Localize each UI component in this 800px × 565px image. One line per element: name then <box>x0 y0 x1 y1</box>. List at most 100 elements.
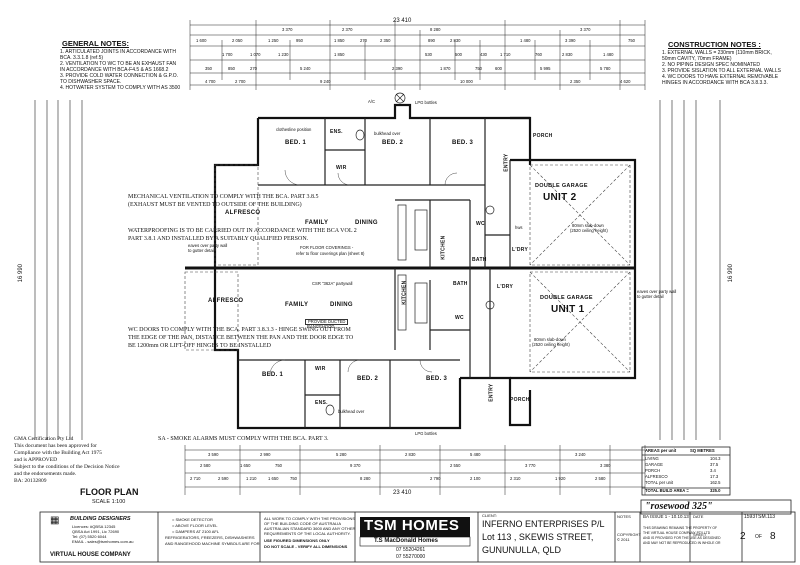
room-bed1-upper: BED. 1 <box>285 140 307 146</box>
dim-r4-8: 600 <box>495 66 502 71</box>
note-eaves-lower: eaves over party wall <box>637 289 677 294</box>
construction-notes-title: CONSTRUCTION NOTES : <box>668 40 761 49</box>
room-ldry-lower: L'DRY <box>497 284 514 290</box>
dim-r3-6: 500 <box>455 52 462 57</box>
compliance-4: REQUIREMENTS OF THE LOCAL AUTHORITY. <box>264 531 351 536</box>
dim-b3-3: 1 210 <box>246 476 257 481</box>
dim-r4-6: 1 870 <box>440 66 451 71</box>
dim-top-2: 2 370 <box>342 27 353 32</box>
dim-right-total: 16 990 <box>728 263 735 283</box>
room-porch-lower: PORCH <box>510 397 530 403</box>
room-bed2-upper: BED. 2 <box>382 140 404 146</box>
compliance-1: ALL WORK TO COMPLY WITH THE PROVISIONS <box>264 516 356 521</box>
area-row-name: PORCH <box>645 468 661 473</box>
dim-b2-3: 750 <box>275 463 282 468</box>
dim-r2-1: 1 600 <box>196 38 207 43</box>
sheet-total: 8 <box>770 531 776 542</box>
dim-top-3: 8 280 <box>430 27 441 32</box>
dim-bottom-1: 3 590 <box>208 452 219 457</box>
area-row-value: 3.4 <box>710 468 716 473</box>
note-clothesline: clothesline position <box>276 127 312 132</box>
designer-email: EMAIL - sales@tsmhomes.com.au <box>72 539 134 544</box>
note-ac-top: A/C <box>368 99 375 104</box>
note-mech-vent-1: MECHANICAL VENTILATION TO COMPLY WITH TH… <box>128 194 319 200</box>
dim-r3-3: 1 230 <box>278 52 289 57</box>
note-eaves-upper: eaves over party wall <box>188 243 228 248</box>
dim-r2-8: 890 <box>428 38 435 43</box>
room-family-lower: FAMILY <box>285 302 309 308</box>
dim-r4-4: 5 240 <box>300 66 311 71</box>
dim-top-4: 3 370 <box>580 27 591 32</box>
dim-b3-11: 2 580 <box>595 476 606 481</box>
dim-r3-5: 530 <box>425 52 432 57</box>
gma-stamp-1: GMA Certification Pty Ltd <box>14 436 74 442</box>
area-row-name: LIVING <box>645 456 659 461</box>
room-kitchen-upper: KITCHEN <box>440 235 447 260</box>
client-label: CLIENT: <box>482 513 497 518</box>
gma-stamp-6: and the endorsements made. <box>14 471 77 477</box>
designer-phone: Tel: (07) 5520 6044 <box>72 534 107 539</box>
room-bed1-lower: BED. 1 <box>262 372 284 378</box>
dim-r2-11: 3 390 <box>565 38 576 43</box>
room-alfresco-lower: ALFRESCO <box>208 298 244 304</box>
brand-phone-1: 07 55204261 <box>396 547 426 553</box>
general-note-1: 1. ARTICULATED JOINTS IN ACCORDANCE WITH <box>60 49 176 55</box>
gma-stamp-7: BA: 20132809 <box>14 478 47 484</box>
dim-b3-10: 1 920 <box>555 476 566 481</box>
area-total-name: TOTAL BUILD AREA = <box>645 488 689 493</box>
note-floor-coverings: FOR FLOOR COVERINGS - <box>300 245 354 250</box>
note-gutter-upper: to gutter detail <box>188 248 215 253</box>
note-bulkhead-top: bulkhead over <box>374 131 401 136</box>
area-total-value: 325.0 <box>710 488 721 493</box>
areas-title: AREAS per unit <box>645 448 677 453</box>
date-label: DATE <box>693 514 704 519</box>
room-ens-lower: ENS. <box>315 400 328 406</box>
copyright-text-3: AND IS PROVIDED FOR THE USE AS DESIGNED <box>643 536 721 540</box>
construction-note-1: 1. EXTERNAL WALLS = 230mm (110mm BRICK, <box>662 50 772 56</box>
note-waterproof-1: WATERPROOFING IS TO BE CARRIED OUT IN AC… <box>128 228 357 234</box>
dim-r4-10: 5 780 <box>600 66 611 71</box>
note-slab-height-upper: (2520 ceiling height) <box>570 228 608 233</box>
dim-r2-7: 2 350 <box>380 38 391 43</box>
note-floor-coverings-2: refer to floor coverings plan (sheet 8) <box>296 251 365 256</box>
dim-r5-2: 2 700 <box>235 79 246 84</box>
sheet-label: SHEET <box>693 532 707 537</box>
designer-licence: Licences: #QBSA 12345 <box>72 524 116 529</box>
construction-note-1b: 50mm CAVITY, 70mm FRAME) <box>662 56 732 62</box>
brand-subtitle: T.S MacDonald Homes <box>374 538 439 544</box>
construction-note-4b: HINGES IN ACCORDANCE WITH BCA 3.8.3.3. <box>662 80 768 86</box>
dim-b3-5: 750 <box>290 476 297 481</box>
room-wc-upper: WC <box>476 221 485 227</box>
dim-b3-6: 8 280 <box>360 476 371 481</box>
note-lpg-top: LPG bottles <box>415 100 437 105</box>
designer-name: BUILDING DESIGNERS <box>70 516 131 522</box>
design-name: "rosewood 325" <box>645 501 713 512</box>
room-dining-upper: DINING <box>355 220 378 226</box>
dim-b2-4: 9 370 <box>350 463 361 468</box>
note-smoke-alarms: SA - SMOKE ALARMS MUST COMPLY WITH THE B… <box>158 436 329 442</box>
note-csr-partywall: CSR "362A" partywall <box>312 281 353 286</box>
note-bulkhead-bottom: bulkhead over <box>338 409 365 414</box>
dim-r3-10: 2 830 <box>562 52 573 57</box>
dim-overall-top: 23 410 <box>393 18 412 24</box>
legend-2: = ABOVE FLOOR LEVEL <box>172 523 218 528</box>
room-unit2: UNIT 2 <box>543 192 577 203</box>
sheet-of: OF <box>755 534 762 540</box>
dim-b2-1: 2 580 <box>200 463 211 468</box>
room-dining-lower: DINING <box>330 302 353 308</box>
room-bath-lower: BATH <box>453 281 468 287</box>
general-note-3: 3. PROVIDE COLD WATER CONNECTION & G.P.O… <box>60 73 178 79</box>
copyright-text-4: AND MAY NOT BE REPRODUCED IN WHOLE OR <box>643 541 721 545</box>
gma-stamp-3: Compliance with the Building Act 1975 <box>14 450 102 456</box>
copyright-text-1: THIS DRAWING REMAINS THE PROPERTY OF <box>643 526 718 530</box>
dim-r2-4: 950 <box>296 38 303 43</box>
dim-r5-5: 2 350 <box>570 79 581 84</box>
dim-r3-11: 1 480 <box>603 52 614 57</box>
room-wir-lower: WIR <box>315 366 326 372</box>
client-name: INFERNO ENTERPRISES P/L <box>482 519 605 529</box>
client-lot: Lot 113 , SKEWIS STREET, <box>482 532 594 542</box>
client-suburb: GUNUNULLA, QLD <box>482 545 562 555</box>
gma-stamp-4: and is APPROVED <box>14 457 58 463</box>
room-wir-upper: WIR <box>336 165 347 171</box>
